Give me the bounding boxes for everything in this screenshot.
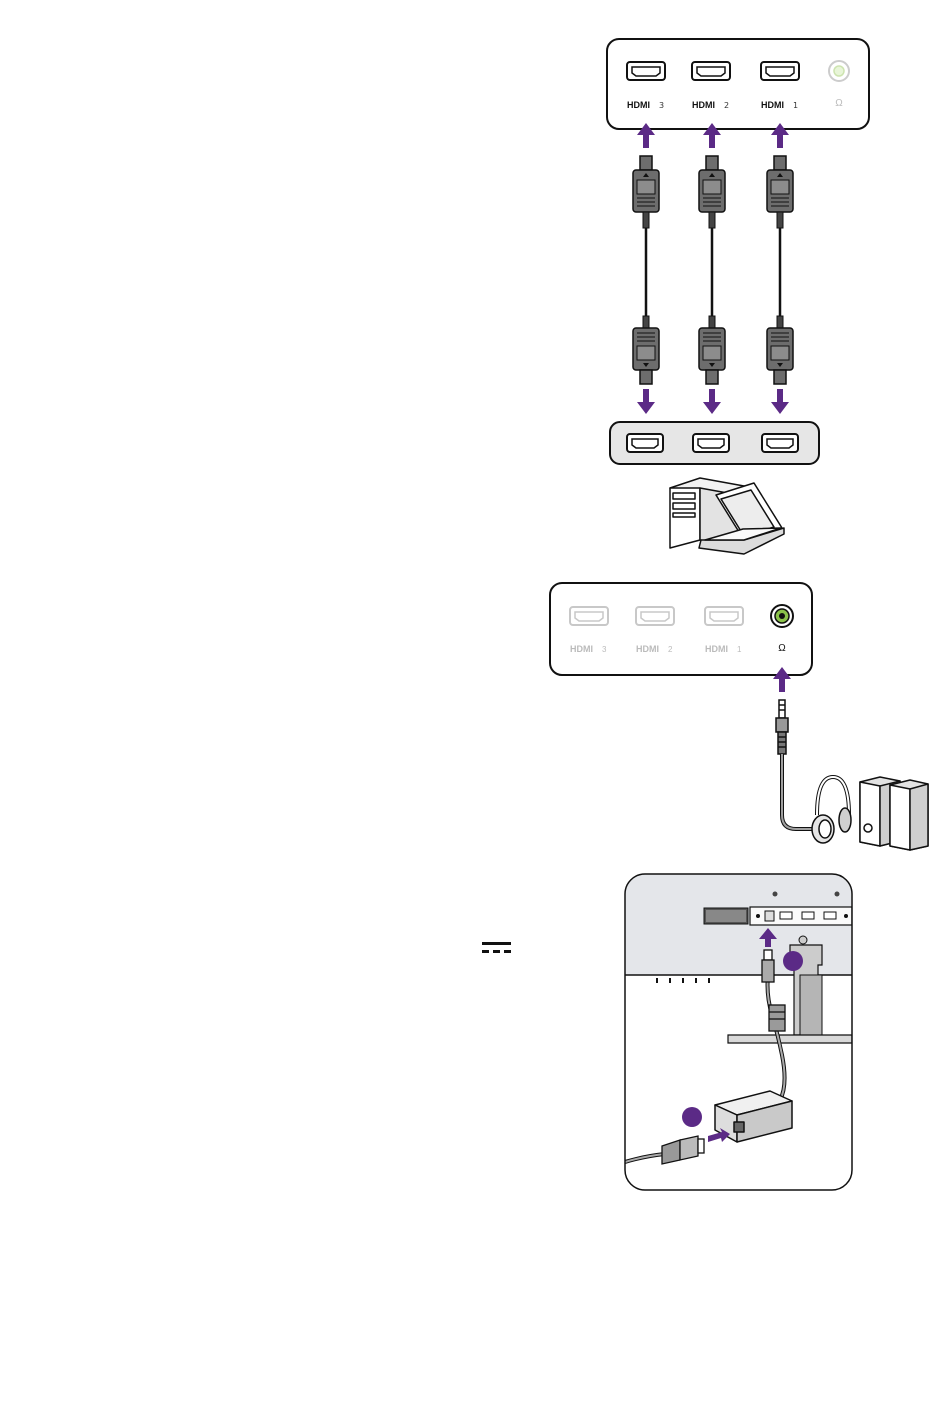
hdmi-cable-1 [633,156,659,384]
speakers-icon [860,777,928,850]
port-number-hdmi1: 1 [737,645,742,654]
port-number-hdmi3: 3 [602,645,607,654]
port-number-hdmi1: 1 [793,101,798,110]
step-marker-1 [783,951,803,971]
arrows-into-source [637,389,789,414]
hdmi-input-panel: HDMI 3 HDMI 2 HDMI 1 Ω [607,39,869,129]
dc-symbol [482,942,511,953]
hdmi-plug-icon [633,156,659,228]
hdmi-plug-icon [767,316,793,384]
hdmi-port-icon [627,62,665,80]
arrow-down-icon [771,389,789,414]
headphone-symbol: Ω [778,643,786,654]
port-label-hdmi2: HDMI [636,644,659,654]
hdmi-port-icon [627,434,663,452]
monitor-rear-illustration [625,874,852,1190]
port-number-hdmi2: 2 [668,645,673,654]
hdmi-cables [633,156,793,384]
headphone-symbol: Ω [835,98,843,109]
hdmi-plug-icon [699,156,725,228]
headphones-icon [812,777,851,843]
port-label-hdmi3: HDMI [627,100,650,110]
hdmi-port-icon [762,434,798,452]
port-label-hdmi2: HDMI [692,100,715,110]
audio-cable [782,754,812,829]
audio-output-panel: HDMI 3 HDMI 2 HDMI 1 Ω [550,583,812,675]
hdmi-port-icon [692,62,730,80]
hdmi-cable-3 [767,156,793,384]
hdmi-plug-icon [699,316,725,384]
arrow-down-icon [637,389,655,414]
hdmi-plug-icon [633,316,659,384]
hdmi-port-icon [761,62,799,80]
hdmi-port-icon [693,434,729,452]
arrow-down-icon [703,389,721,414]
port-number-hdmi2: 2 [724,101,729,110]
port-label-hdmi3: HDMI [570,644,593,654]
port-label-hdmi1: HDMI [705,644,728,654]
port-label-hdmi1: HDMI [761,100,784,110]
step-marker-2 [682,1107,702,1127]
port-number-hdmi3: 3 [659,101,664,110]
source-device-panel [610,422,819,464]
hdmi-cable-2 [699,156,725,384]
audio-plug-icon [776,700,788,754]
hdmi-plug-icon [767,156,793,228]
